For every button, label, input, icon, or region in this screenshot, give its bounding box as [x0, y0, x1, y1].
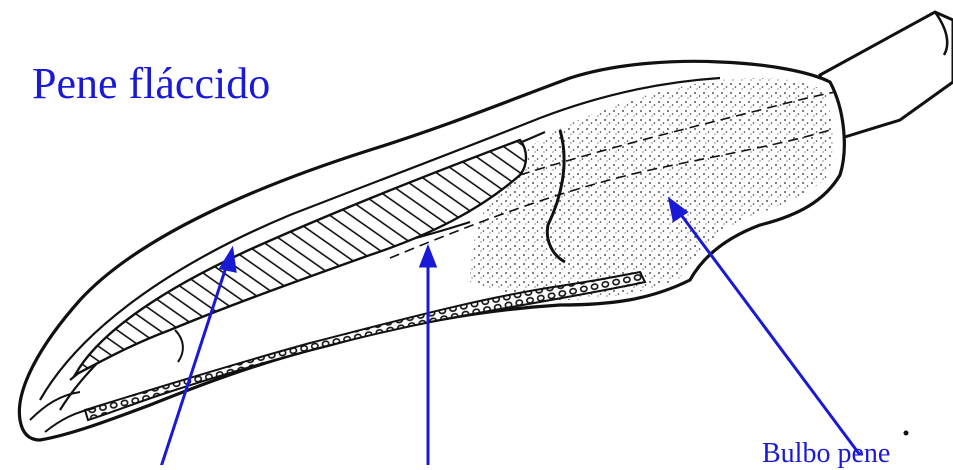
- arrow-bulbo: [670, 200, 860, 455]
- label-bulbo-pene: Bulbo pene: [762, 438, 890, 470]
- diagram-title: Pene fláccido: [32, 58, 270, 109]
- stray-mark: [904, 431, 909, 436]
